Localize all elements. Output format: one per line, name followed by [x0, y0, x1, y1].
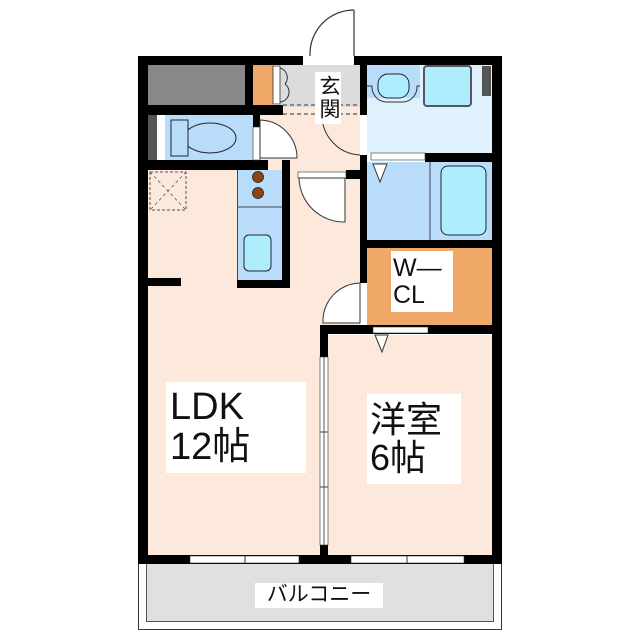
wcl-line2: CL — [393, 280, 425, 309]
wall-kitchen-right — [282, 160, 290, 288]
wall-hall-door-right — [346, 170, 360, 179]
balcony-label: バルコニー — [255, 583, 383, 608]
western-room-line2: 6帖 — [370, 437, 427, 478]
wall-storage-divider — [245, 56, 253, 114]
wall-left — [138, 56, 148, 564]
shoe-cabinet — [253, 65, 273, 105]
wall-wash-bath — [425, 153, 500, 162]
wall-top-left — [138, 56, 310, 65]
wall-top-right — [354, 56, 502, 65]
wcl-line1: W— — [393, 254, 442, 283]
entrance-label-text: 玄関 — [317, 75, 341, 121]
ldk-line2: 12帖 — [170, 425, 251, 468]
washroom-pipe — [482, 66, 491, 96]
ldk-label: LDK 12帖 — [166, 382, 306, 473]
toilet-pipe — [147, 115, 157, 160]
wall-ldk-western — [320, 325, 328, 357]
entrance-label: 玄関 — [315, 72, 341, 124]
wall-ldk-western-bottom — [320, 545, 328, 563]
wall-bath-wcl — [360, 240, 500, 248]
western-room-label: 洋室 6帖 — [367, 394, 461, 484]
wall-toilet-bottom — [138, 160, 268, 170]
ldk-line1: LDK — [170, 385, 244, 428]
wall-kitchen-bottom — [237, 280, 290, 288]
wall-center-vertical — [360, 56, 367, 334]
wall-ldk-stub — [148, 278, 181, 286]
wcl-label: W— CL — [391, 251, 453, 312]
wall-storage-bottom — [138, 105, 283, 115]
wall-toilet-right — [253, 115, 260, 127]
wall-right — [492, 56, 502, 564]
storage-shelf — [147, 65, 245, 105]
balcony-label-text: バルコニー — [266, 583, 372, 607]
western-room-line1: 洋室 — [370, 399, 443, 441]
